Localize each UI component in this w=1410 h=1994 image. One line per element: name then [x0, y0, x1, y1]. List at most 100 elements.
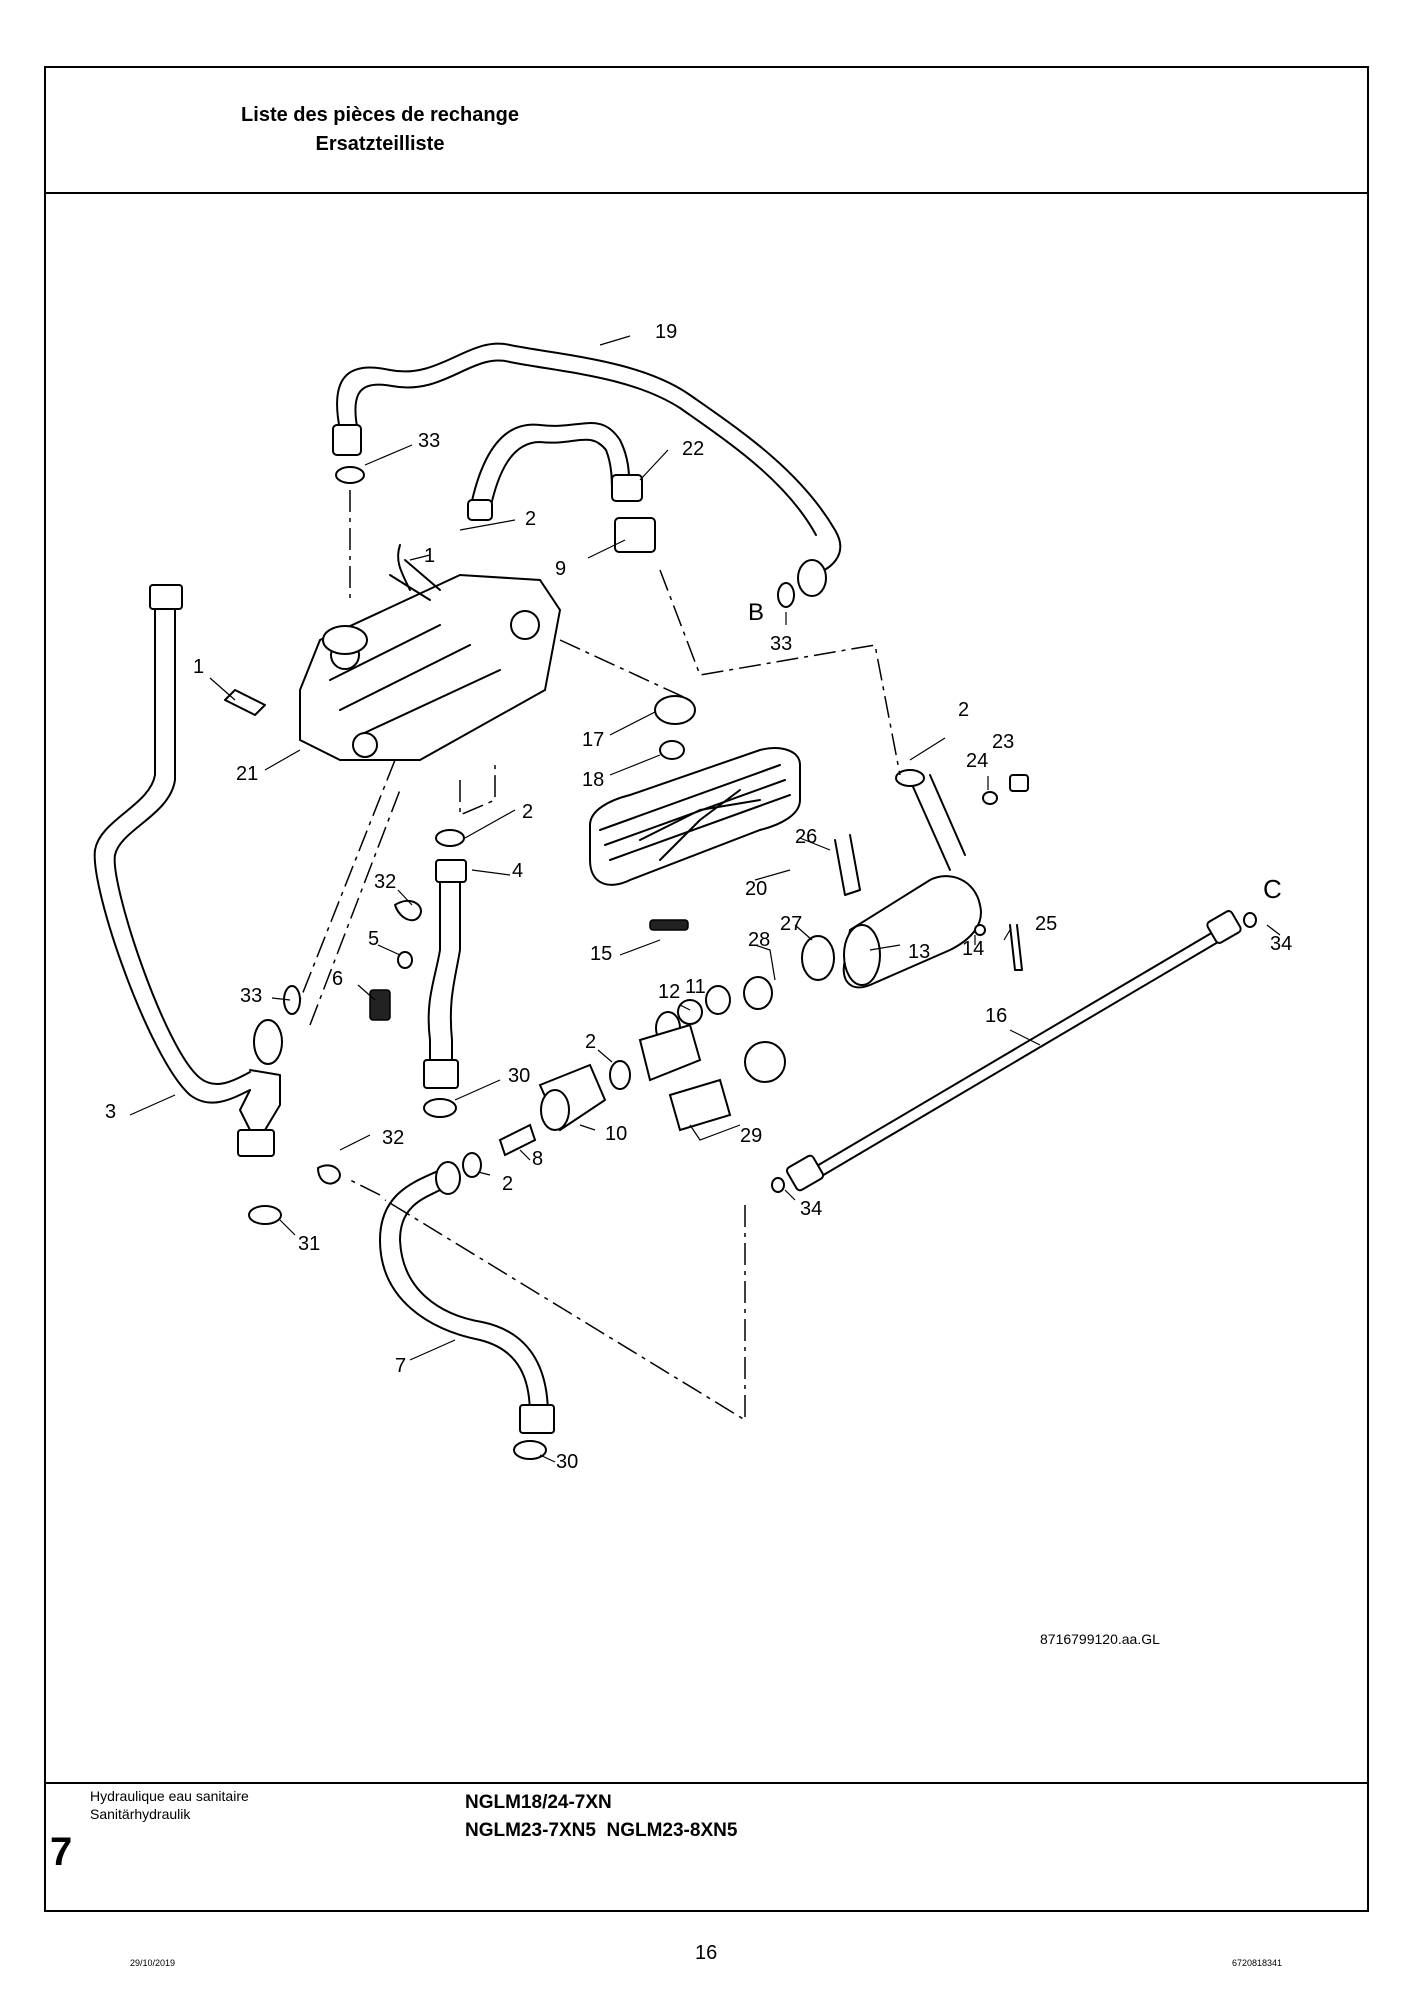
pipe-16	[809, 924, 1231, 1181]
callout-32: 32	[382, 1127, 404, 1149]
nut-29	[744, 1041, 786, 1083]
diagram-reference: 8716799120.aa.GL	[1040, 1631, 1160, 1647]
callout-8: 8	[532, 1148, 543, 1170]
callout-22: 22	[682, 438, 704, 460]
assembly-line-8	[349, 1179, 381, 1196]
part-23	[1009, 774, 1029, 792]
callout-4: 4	[512, 860, 523, 882]
assembly-line-6	[309, 789, 401, 1026]
nut-27	[801, 935, 835, 981]
callout-23: 23	[992, 731, 1014, 753]
oring-2-pipe4	[435, 829, 465, 847]
footer-divider	[44, 1782, 1369, 1784]
header-divider	[44, 192, 1369, 194]
oring-33-b	[777, 582, 795, 608]
callout-7: 7	[395, 1355, 406, 1377]
gasket-30-a	[423, 1098, 457, 1118]
ring-11	[677, 999, 703, 1025]
oring-34-top	[1243, 912, 1257, 928]
title-french: Liste des pièces de rechange	[241, 104, 519, 126]
seal-17	[654, 695, 696, 725]
callout-18: 18	[582, 769, 604, 791]
subtitle-french: Hydraulique eau sanitaire	[90, 1788, 249, 1804]
callout-33: 33	[240, 985, 262, 1007]
clip-1	[224, 689, 266, 716]
callout-2: 2	[525, 508, 536, 530]
assembly-line-2	[659, 569, 901, 776]
sleeve-28b	[705, 985, 731, 1015]
clip-25	[1009, 924, 1023, 971]
oring-34-bottom	[771, 1177, 785, 1193]
filter-8	[498, 1123, 537, 1157]
gasket-30-b	[513, 1440, 547, 1460]
pipe-3-connector	[253, 1019, 283, 1065]
block-21	[299, 573, 562, 761]
section-number: 7	[50, 1830, 73, 1874]
callout-32: 32	[374, 871, 396, 893]
seal-18	[659, 740, 685, 760]
pipe-4	[427, 879, 441, 1071]
callout-1: 1	[424, 545, 435, 567]
pipe-7	[379, 1169, 531, 1416]
assembly-line-7	[384, 1199, 746, 1422]
pipe-3-nut	[149, 584, 183, 610]
oring-5	[397, 951, 413, 969]
sleeve-28a	[743, 976, 773, 1010]
valve-29a	[638, 1023, 702, 1082]
screw-15	[649, 919, 689, 931]
callout-29: 29	[740, 1125, 762, 1147]
callout-26: 26	[795, 826, 817, 848]
hose-22	[469, 422, 630, 511]
callout-2: 2	[958, 699, 969, 721]
assembly-line-3	[559, 639, 691, 701]
callout-2: 2	[502, 1173, 513, 1195]
callout-6: 6	[332, 968, 343, 990]
callout-30: 30	[508, 1065, 530, 1087]
callout-16: 16	[985, 1005, 1007, 1027]
model-line-2: NGLM23-7XN5 NGLM23-8XN5	[465, 1820, 738, 1841]
oring-2-bottom	[462, 1152, 482, 1178]
callout-c: C	[1263, 874, 1282, 904]
pipe-3	[93, 599, 251, 1104]
hose-19	[336, 342, 842, 576]
callout-34: 34	[1270, 933, 1292, 955]
callout-10: 10	[605, 1123, 627, 1145]
clip-26	[834, 834, 861, 896]
callout-30: 30	[556, 1451, 578, 1473]
callout-9: 9	[555, 558, 566, 580]
sensor-6	[369, 989, 391, 1021]
callout-19: 19	[655, 321, 677, 343]
clip-32	[394, 899, 422, 922]
callout-33: 33	[418, 430, 440, 452]
oring-2-center	[609, 1060, 631, 1090]
callout-31: 31	[298, 1233, 320, 1255]
callout-34: 34	[800, 1198, 822, 1220]
callout-12: 12	[658, 981, 680, 1003]
heat-exchanger-20	[589, 747, 801, 886]
footer-date: 29/10/2019	[130, 1958, 176, 1968]
clip-9	[614, 517, 656, 553]
callout-2: 2	[585, 1031, 596, 1053]
callout-17: 17	[582, 729, 604, 751]
callout-14: 14	[962, 938, 984, 960]
oring-24	[982, 791, 998, 805]
title-german: Ersatzteilliste	[315, 133, 445, 155]
page-number: 16	[695, 1942, 718, 1964]
model-line-1: NGLM18/24-7XN	[465, 1792, 612, 1813]
callout-1: 1	[193, 656, 204, 678]
callout-27: 27	[780, 913, 802, 935]
callout-15: 15	[590, 943, 612, 965]
assembly-line-5	[459, 760, 496, 817]
callout-24: 24	[966, 750, 988, 772]
hose-19-end-b	[797, 559, 827, 597]
callout-b: B	[748, 599, 764, 626]
callout-11: 11	[685, 976, 706, 998]
valve-29b	[668, 1078, 732, 1132]
gasket-31	[248, 1205, 282, 1225]
screw-14	[974, 924, 986, 936]
page-frame	[44, 66, 1369, 1912]
oring-33-top	[335, 466, 365, 484]
callout-28: 28	[748, 929, 770, 951]
hose-19-end-connector	[332, 424, 362, 456]
